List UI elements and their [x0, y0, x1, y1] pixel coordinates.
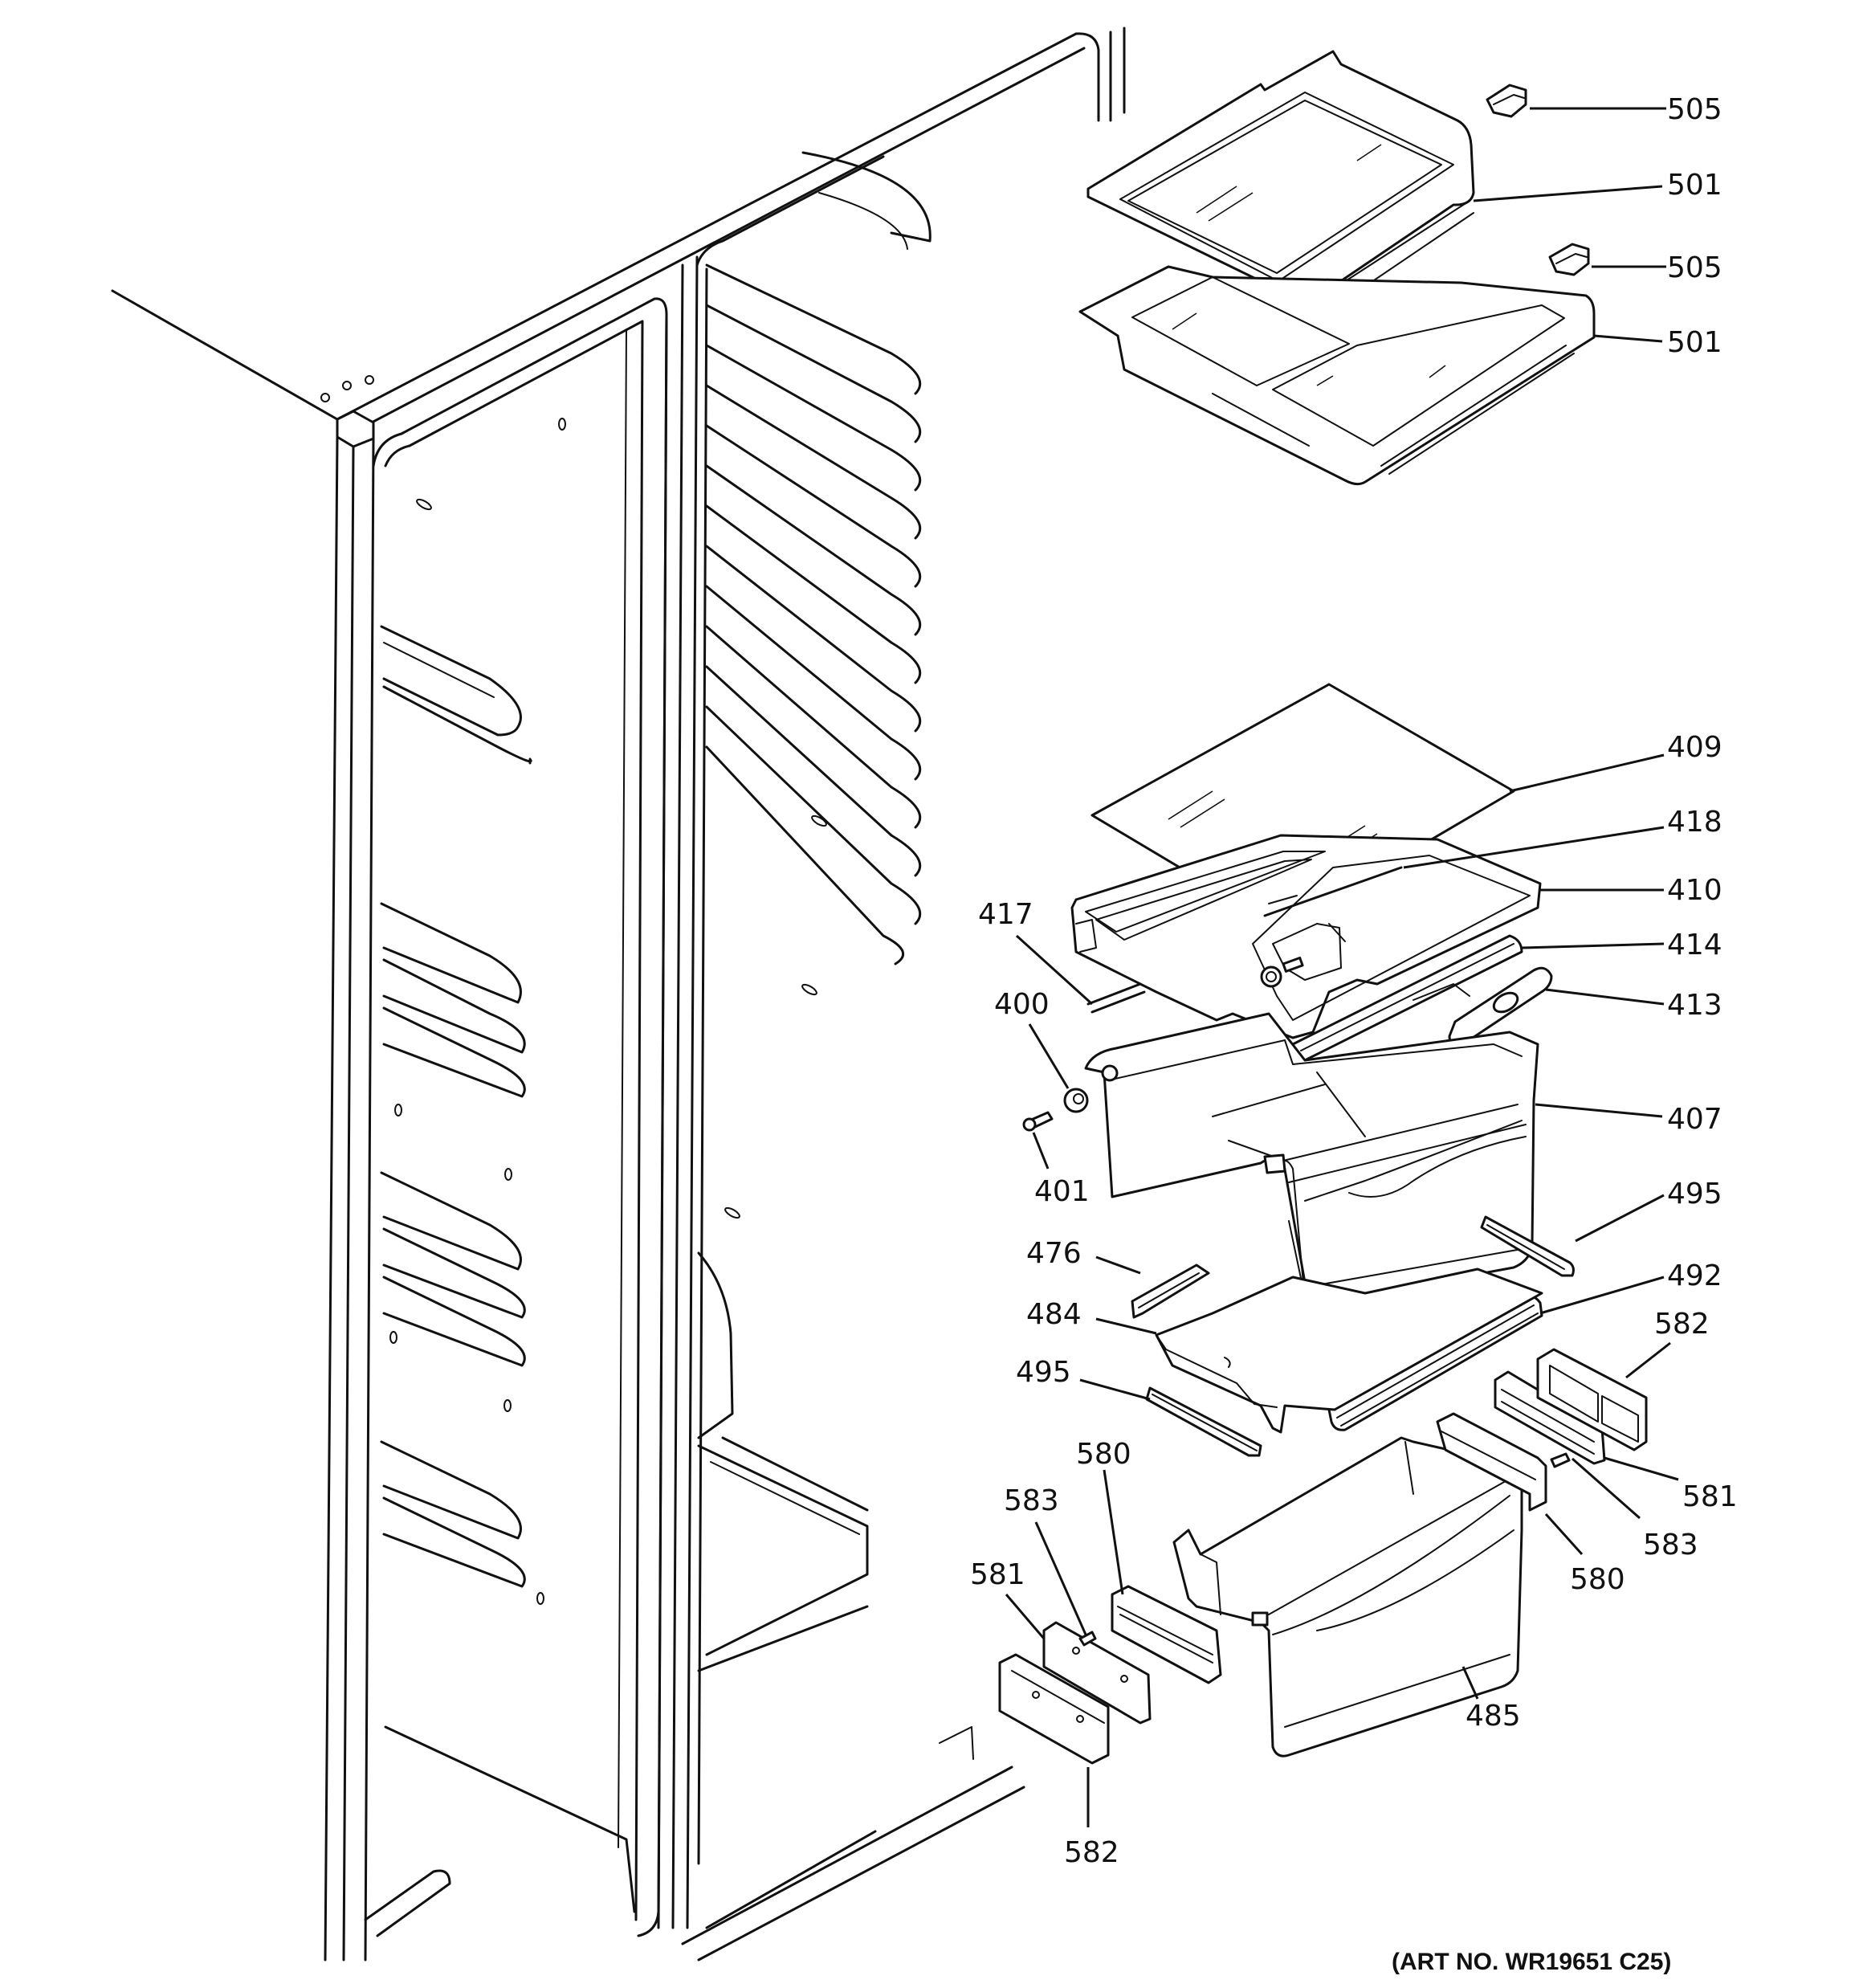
callout-580: 580 [1076, 1438, 1131, 1471]
callout-401: 401 [1034, 1175, 1090, 1208]
screw-583-left [1078, 1631, 1097, 1647]
callout-407: 407 [1667, 1103, 1722, 1136]
shelf-501-upper [1086, 50, 1475, 303]
callout-410: 410 [1667, 874, 1722, 907]
liner-shelf-ribs-left [380, 625, 532, 1588]
callout-495: 495 [1016, 1356, 1071, 1389]
cover-484 [1155, 1268, 1543, 1434]
callout-492: 492 [1667, 1259, 1722, 1292]
divider-rod-418 [1263, 866, 1403, 917]
callout-labels: 505 501 505 501 409 418 410 414 413 417 … [970, 93, 1738, 1869]
slide-580-right [1436, 1412, 1547, 1512]
screw-401 [1022, 1111, 1054, 1132]
callout-505: 505 [1667, 251, 1722, 284]
cover-frame-410 [1070, 834, 1542, 1039]
bracket-581-left [1042, 1621, 1152, 1725]
callout-581: 581 [970, 1558, 1025, 1591]
screw-583-right [1550, 1452, 1571, 1468]
roller-400 [1063, 1088, 1089, 1113]
callout-580: 580 [1570, 1563, 1625, 1596]
callout-413: 413 [1667, 989, 1722, 1022]
liner-holes [389, 418, 827, 1605]
front-panel-492 [1327, 1295, 1543, 1431]
callout-495: 495 [1667, 1178, 1722, 1210]
refrigerator-cabinet [111, 27, 1126, 1961]
callout-501: 501 [1667, 326, 1722, 359]
cover-582-right [1536, 1348, 1648, 1451]
callout-417: 417 [978, 898, 1033, 931]
rail-495-upper [1480, 1215, 1575, 1277]
art-number: (ART NO. WR19651 C25) [1392, 1949, 1671, 1975]
control-knob-413 [1413, 966, 1553, 1047]
callout-581: 581 [1682, 1480, 1738, 1513]
callout-583: 583 [1004, 1484, 1059, 1517]
liner-shelf-ribs-right [705, 151, 932, 965]
callout-582: 582 [1064, 1836, 1119, 1869]
bracket-581-right [1494, 1370, 1606, 1465]
slide-580-left [1111, 1585, 1222, 1684]
shelf-clip-505-lower [1548, 243, 1590, 276]
leader-lines [1005, 107, 1679, 1827]
callout-501: 501 [1667, 169, 1722, 202]
cover-rail-417 [1086, 982, 1146, 1014]
callout-414: 414 [1667, 929, 1722, 961]
cover-582-left [998, 1653, 1110, 1765]
callout-505: 505 [1667, 93, 1722, 126]
callout-400: 400 [994, 988, 1050, 1021]
callout-583: 583 [1643, 1529, 1698, 1561]
shelf-clip-505-upper [1486, 84, 1527, 118]
callout-418: 418 [1667, 806, 1722, 839]
callout-485: 485 [1466, 1700, 1521, 1733]
rail-476 [1131, 1263, 1210, 1319]
callout-476: 476 [1026, 1237, 1082, 1270]
callout-409: 409 [1667, 731, 1722, 764]
callout-582: 582 [1654, 1308, 1710, 1341]
callout-484: 484 [1026, 1298, 1082, 1331]
shelf-501-lower [1078, 265, 1596, 486]
